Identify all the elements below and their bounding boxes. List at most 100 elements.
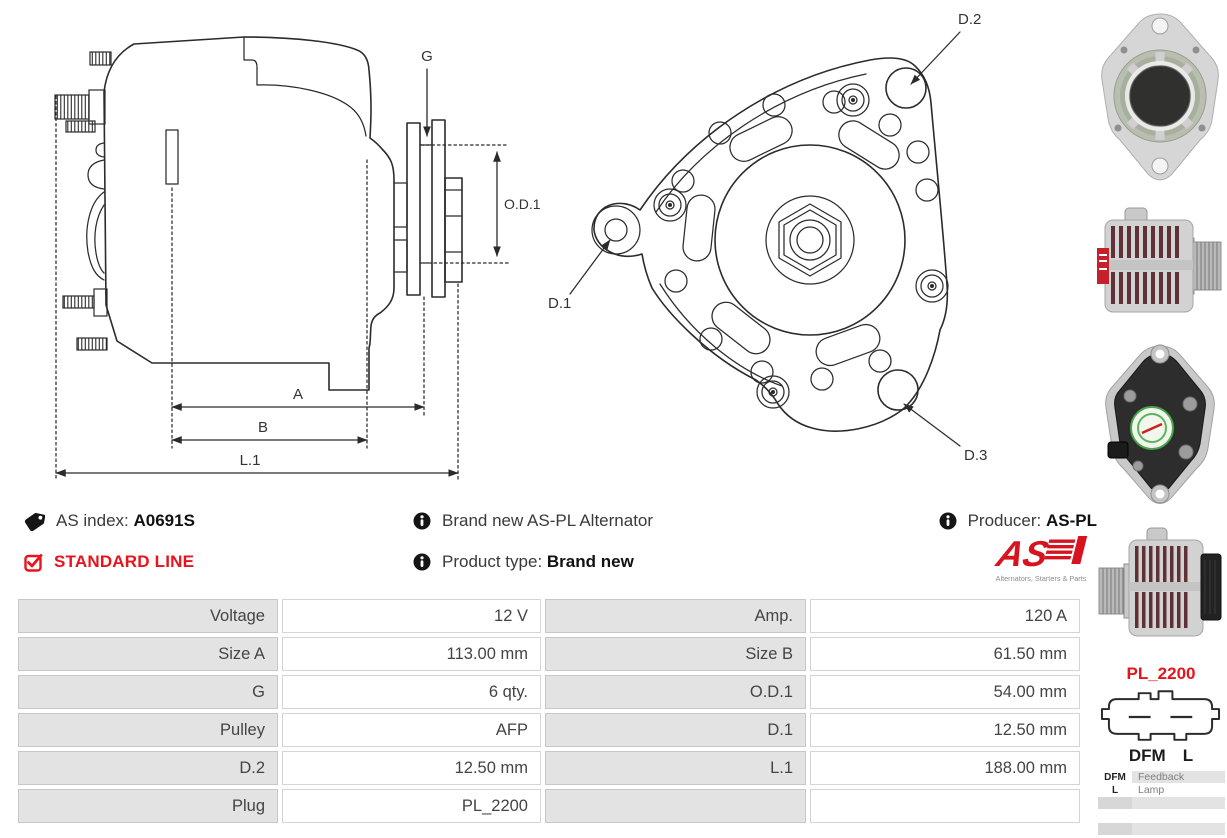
as-index-value: A0691S (133, 511, 195, 530)
screws (653, 83, 949, 409)
spec-table: Voltage 12 V Amp. 120 A Size A 113.00 mm… (18, 599, 1080, 823)
spec-value: PL_2200 (282, 789, 541, 823)
product-photo-side-pulley-right[interactable] (1095, 198, 1227, 330)
spec-value: 6 qty. (282, 675, 541, 709)
dimension-b: B (171, 419, 368, 444)
product-type-item: Product type: Brand new (413, 551, 634, 573)
spec-label: Plug (18, 789, 278, 823)
dimension-a: A (171, 386, 425, 411)
producer-label: Producer: (967, 511, 1042, 530)
label-d1: D.1 (548, 239, 611, 312)
spec-value: 61.50 mm (810, 637, 1080, 671)
spec-label: Size A (18, 637, 278, 671)
spec-value: 120 A (810, 599, 1080, 633)
plug-pin-dfm: DFM (1128, 746, 1166, 765)
spec-label: Amp. (545, 599, 806, 633)
pin-row: DFM Feedback (1098, 771, 1225, 783)
pin-desc (1132, 810, 1225, 822)
label-d3: D.3 (903, 403, 987, 464)
svg-text:D.1: D.1 (548, 295, 571, 312)
standard-line-label: STANDARD LINE (54, 552, 195, 571)
label-d2: D.2 (910, 11, 981, 85)
svg-text:D.2: D.2 (958, 11, 981, 28)
product-type-value: Brand new (546, 552, 634, 571)
shaft-hub (714, 144, 906, 336)
standard-line-item: STANDARD LINE (24, 551, 194, 573)
spec-label: G (18, 675, 278, 709)
spec-label: Pulley (18, 713, 278, 747)
dimension-l1: L.1 (55, 452, 459, 477)
spec-label: Voltage (18, 599, 278, 633)
producer-value: AS-PL (1046, 511, 1097, 530)
spec-label: D.2 (18, 751, 278, 785)
as-index-item: AS index: A0691S (24, 510, 195, 532)
alternator-side-view-drawing: G O.D.1 A B L.1 (54, 36, 540, 482)
product-photo-rear[interactable] (1094, 338, 1226, 512)
plug-pin-l: L (1182, 746, 1194, 765)
svg-text:B: B (258, 419, 268, 436)
svg-text:D.3: D.3 (964, 447, 987, 464)
rear-studs (54, 51, 112, 351)
pin-row: L Lamp (1098, 784, 1225, 796)
spec-label: Size B (545, 637, 806, 671)
product-type-label: Product type: (442, 552, 543, 571)
svg-text:O.D.1: O.D.1 (504, 196, 540, 212)
info-icon (413, 512, 431, 530)
vent-holes (664, 90, 939, 391)
pin-desc (1132, 797, 1225, 809)
product-photo-side-pulley-left[interactable] (1095, 520, 1227, 656)
as-pl-brand-logo: AS Alternators, Starters & Parts (992, 534, 1088, 583)
tag-icon (24, 512, 45, 531)
brand-logo-tagline: Alternators, Starters & Parts (996, 574, 1087, 583)
as-index-label: AS index: (56, 511, 129, 530)
vent-slots (682, 116, 900, 367)
pin-desc (1132, 823, 1225, 835)
spec-value: 12 V (282, 599, 541, 633)
spec-value (810, 789, 1080, 823)
dimension-g: G (421, 48, 433, 137)
spec-value: 54.00 mm (810, 675, 1080, 709)
plug-pin-names: DFM L (1098, 746, 1224, 766)
pin-desc: Lamp (1138, 784, 1165, 796)
checkbox-checked-icon (24, 553, 43, 572)
info-icon (939, 512, 957, 530)
spec-label: L.1 (545, 751, 806, 785)
spec-label: D.1 (545, 713, 806, 747)
spec-value: 12.50 mm (810, 713, 1080, 747)
front-housing-outline (593, 57, 949, 432)
pin-name (1098, 810, 1132, 822)
spec-label (545, 789, 806, 823)
info-icon (413, 553, 431, 571)
housing-outline (103, 36, 395, 391)
spec-value: 113.00 mm (282, 637, 541, 671)
pin-row (1098, 797, 1225, 809)
pin-name: DFM (1104, 771, 1126, 783)
spec-value: 12.50 mm (282, 751, 541, 785)
pin-name: L (1111, 784, 1119, 796)
plug-connector-drawing (1100, 690, 1221, 741)
description-text: Brand new AS-PL Alternator (442, 511, 654, 530)
mount-hole-d2 (885, 67, 927, 109)
svg-text:A: A (293, 386, 303, 403)
product-photo-front[interactable] (1094, 8, 1226, 192)
mount-hole-d3 (877, 369, 919, 411)
brand-logo-text: AS (992, 534, 1053, 574)
mount-ear-d1 (591, 205, 641, 255)
dimension-od1: O.D.1 (420, 144, 540, 264)
spec-value: 188.00 mm (810, 751, 1080, 785)
plug-pin-table: DFM Feedback L Lamp (1098, 771, 1225, 836)
svg-text:L.1: L.1 (240, 452, 261, 469)
pulley (406, 119, 463, 298)
pin-desc: Feedback (1132, 771, 1225, 783)
spec-value: AFP (282, 713, 541, 747)
svg-text:G: G (421, 48, 433, 65)
pin-row (1098, 823, 1225, 835)
alternator-front-view-drawing: D.2 D.1 D.3 (548, 11, 987, 464)
spec-label: O.D.1 (545, 675, 806, 709)
pin-row (1098, 810, 1225, 822)
pin-name (1098, 823, 1132, 835)
pin-name (1098, 797, 1132, 809)
producer-item: Producer: AS-PL (939, 510, 1097, 532)
description-item: Brand new AS-PL Alternator (413, 510, 653, 532)
